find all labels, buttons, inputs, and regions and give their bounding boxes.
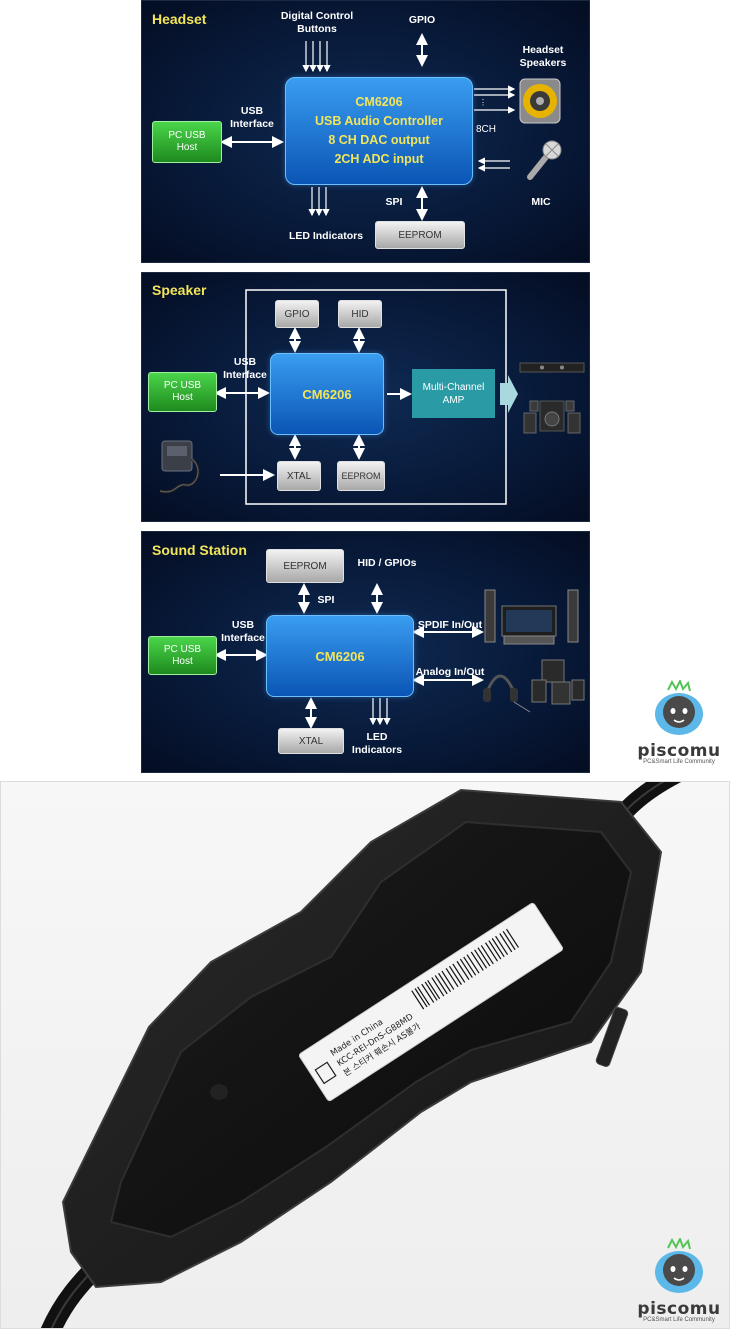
power-adapter-icon <box>159 440 200 494</box>
usb-interface-label: USB Interface <box>230 105 274 130</box>
watermark-tagline: PC&Smart Life Community <box>643 1317 715 1323</box>
panel-title: Sound Station <box>152 542 247 558</box>
xtal-box: XTAL <box>278 728 344 754</box>
home-theater-icon <box>484 589 579 645</box>
speaker-icon <box>519 78 561 124</box>
device-photo: Made in China KCC-REI-DnS-G88MD 본 스티커 훼손… <box>0 781 730 1329</box>
watermark-tagline: PC&Smart Life Community <box>643 759 715 765</box>
svg-text:⋮: ⋮ <box>479 98 487 107</box>
headset-speakers-label: Headset Speakers <box>519 44 567 69</box>
output-arrow-icon <box>500 375 518 413</box>
panel-title: Speaker <box>152 282 207 298</box>
piscomu-watermark-2: piscomu PC&Smart Life Community <box>634 1236 724 1323</box>
spi-label: SPI <box>385 196 403 208</box>
hid-box: HID <box>338 300 382 328</box>
usb-interface-label: USB Interface <box>223 356 267 381</box>
eeprom-box: EEPROM <box>375 221 465 249</box>
sound-station-arrows <box>214 583 585 729</box>
cm6206-chip-box: CM6206 USB Audio Controller 8 CH DAC out… <box>285 77 473 185</box>
eeprom-box: EEPROM <box>337 461 385 491</box>
digital-control-label: Digital Control Buttons <box>280 10 354 35</box>
headset-diagram: ⋮ Headset Digital Control Buttons GPIO H… <box>141 0 590 263</box>
headset-arrows: ⋮ <box>220 33 562 221</box>
led-indicators-label: LED Indicators <box>351 731 403 756</box>
mascot-logo-icon <box>655 678 703 735</box>
usb-interface-label: USB Interface <box>221 619 265 644</box>
cm6206-chip-box: CM6206 <box>270 353 384 435</box>
usb-sound-controller-photo: Made in China KCC-REI-DnS-G88MD 본 스티커 훼손… <box>40 782 682 1328</box>
mascot-logo-icon <box>655 1236 703 1293</box>
8ch-label: 8CH <box>476 124 497 135</box>
panel-title: Headset <box>152 11 207 27</box>
mic-label: MIC <box>531 196 551 208</box>
cm6206-chip-box: CM6206 <box>266 615 414 697</box>
speaker-arrows <box>159 289 585 505</box>
spi-label: SPI <box>317 594 335 606</box>
headphone-speakers-icon <box>483 659 585 713</box>
watermark-name: piscomu <box>637 741 721 761</box>
speaker-system-icon <box>519 362 585 434</box>
xtal-box: XTAL <box>277 461 321 491</box>
sound-station-diagram: Sound Station EEPROM HID / GPIOs SPI USB… <box>141 531 590 773</box>
spdif-label: SPDIF In/Out <box>417 619 483 631</box>
hid-gpios-label: HID / GPIOs <box>357 557 417 569</box>
watermark-name: piscomu <box>637 1299 721 1319</box>
analog-label: Analog In/Out <box>415 666 485 678</box>
piscomu-watermark: piscomu PC&Smart Life Community <box>634 678 724 765</box>
gpio-label: GPIO <box>408 14 436 26</box>
microphone-icon <box>527 140 562 180</box>
eeprom-box: EEPROM <box>266 549 344 583</box>
led-indicators-label: LED Indicators <box>288 230 364 242</box>
gpio-box: GPIO <box>275 300 319 328</box>
